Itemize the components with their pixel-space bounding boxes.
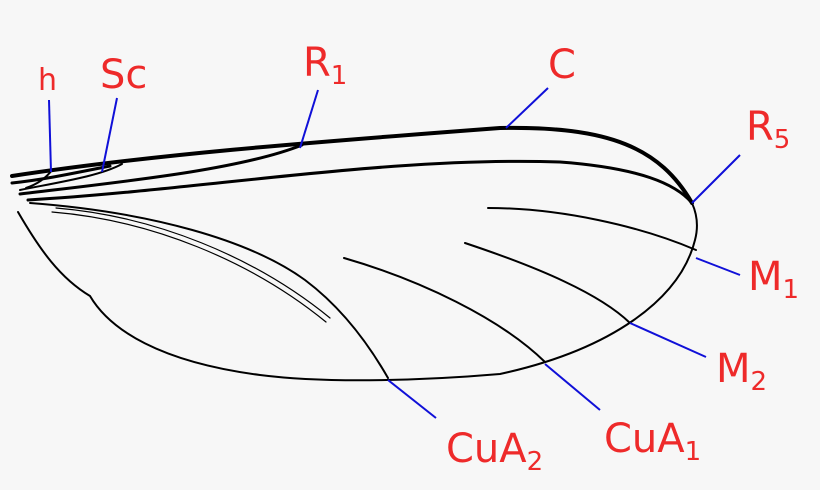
label-m1-sub: 1 [783,275,800,305]
label-r1: R1 [303,40,347,91]
label-cua1-base: CuA [604,416,685,462]
vein-cua1 [343,257,546,363]
anal-fold [51,211,327,323]
vein-cua2 [29,202,389,379]
label-c: C [548,42,576,88]
leader-c [505,87,549,129]
label-m2: M2 [716,346,767,397]
vein-c-base [10,164,112,185]
vein-sc [19,163,123,191]
leader-m2 [629,322,707,358]
label-cua1-sub: 1 [685,437,702,467]
vein-r5 [26,159,694,205]
vein-m2 [464,242,631,324]
label-m1: M1 [748,254,799,305]
label-m1-base: M [748,254,783,300]
label-m2-sub: 2 [751,367,768,397]
leader-cua2 [387,379,437,419]
label-cua2: CuA2 [446,426,543,477]
label-r5-base: R [746,104,774,150]
leader-h [48,99,52,173]
anal-fold-2 [55,207,331,319]
vein-m1 [487,207,697,251]
label-r5-sub: 5 [774,125,791,155]
vein-r1 [18,143,304,196]
label-cua2-base: CuA [446,426,527,472]
vein-c [10,125,694,205]
label-sc: Sc [100,52,147,98]
label-r1-sub: 1 [331,61,348,91]
leader-r5 [691,154,741,204]
label-cua2-sub: 2 [527,447,544,477]
leader-m1 [695,257,741,276]
wing-outline [17,202,698,382]
leader-r1 [299,89,319,149]
label-r1-base: R [303,40,331,86]
leader-sc [101,97,118,173]
label-r5: R5 [746,104,790,155]
label-h: h [38,63,57,98]
leader-cua1 [544,363,601,411]
label-cua1: CuA1 [604,416,701,467]
label-m2-base: M [716,346,751,392]
